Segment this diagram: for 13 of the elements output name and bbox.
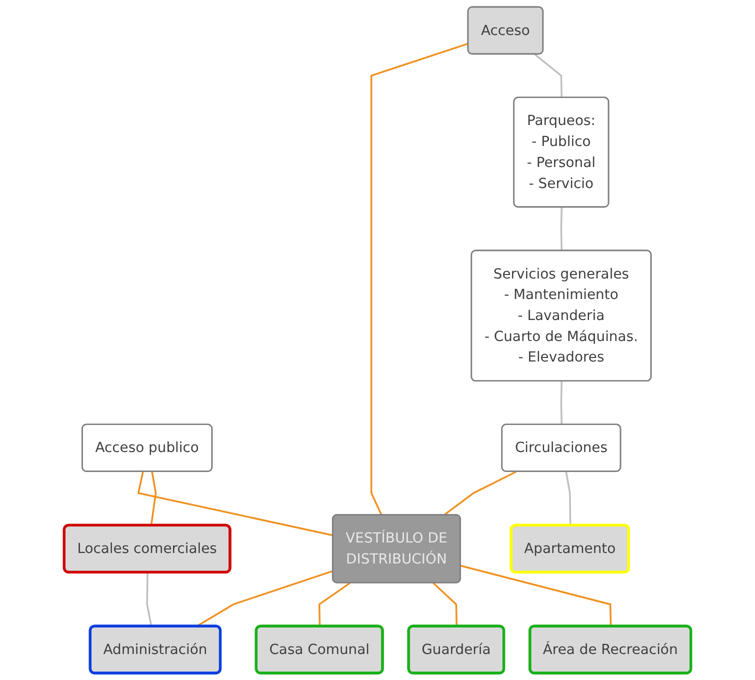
connector (432, 582, 458, 627)
connector (443, 470, 516, 516)
connector (137, 472, 334, 536)
connector (560, 381, 562, 425)
connector (370, 42, 469, 516)
connector (534, 54, 562, 98)
connector (560, 207, 562, 251)
connector (150, 472, 157, 526)
connector (196, 570, 334, 628)
connector (146, 572, 152, 627)
connector (318, 582, 350, 627)
connector (565, 472, 572, 526)
connector (460, 564, 612, 627)
